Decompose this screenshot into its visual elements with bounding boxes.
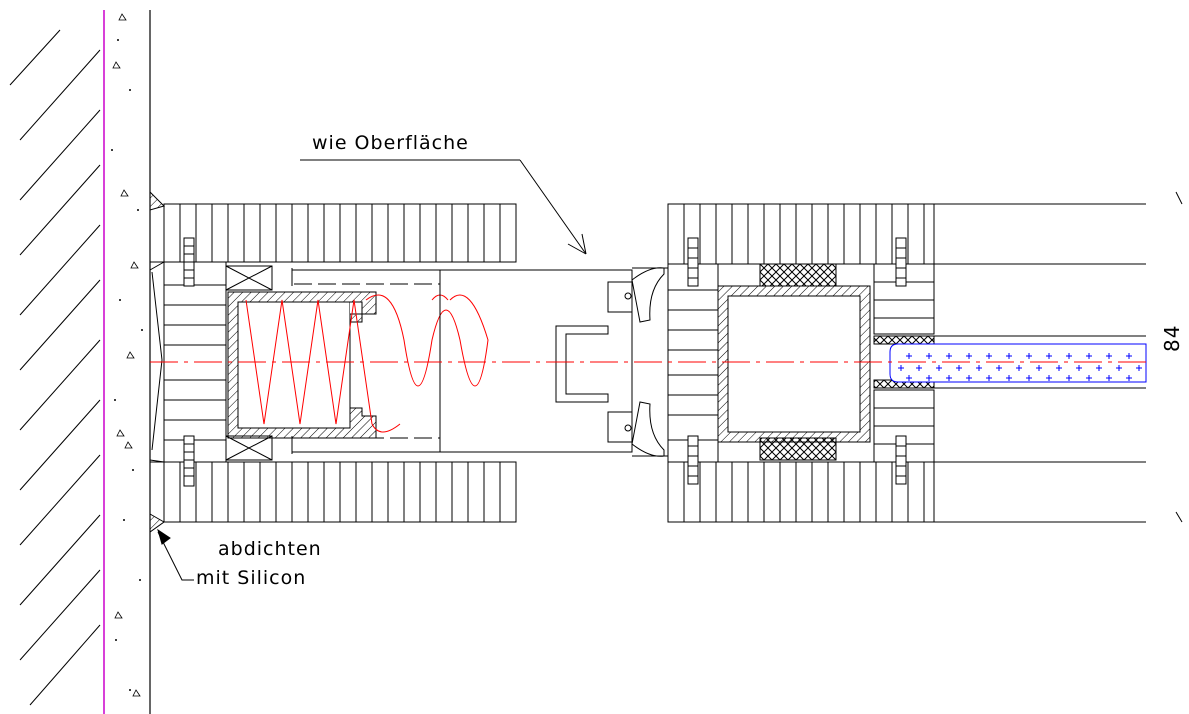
screw-right-top-2 (895, 237, 907, 287)
screw-right-bottom-2 (895, 435, 907, 485)
dimension-ticks (1175, 191, 1183, 523)
screw-left-top (183, 237, 195, 287)
seal-note-line1: abdichten (218, 538, 322, 560)
hollow-chamber (227, 291, 377, 439)
sash-frame-right (667, 203, 1146, 523)
glazing-gasket-top (873, 335, 935, 345)
glazing-panel (889, 335, 1147, 389)
leader-surface-note (300, 159, 587, 255)
silicone-seal-bottom (149, 513, 165, 533)
screw-right-bottom-1 (687, 435, 699, 485)
gasket-bottom (759, 437, 837, 461)
screw-left-bottom (183, 435, 195, 487)
sash-profile (291, 267, 668, 457)
surface-note-label: wie Oberfläche (312, 132, 469, 154)
leader-seal-note (157, 528, 194, 581)
blind-frame-left (149, 203, 517, 523)
silicone-seal-top (149, 190, 165, 211)
sash-chamber (717, 285, 871, 443)
gasket-top (759, 263, 837, 287)
masonry-wall (9, 29, 101, 706)
seal-note-line2: mit Silicon (196, 567, 307, 589)
plaster-layer (111, 10, 151, 714)
dimension-label: 84 (1160, 324, 1184, 352)
screw-right-top-1 (687, 237, 699, 287)
